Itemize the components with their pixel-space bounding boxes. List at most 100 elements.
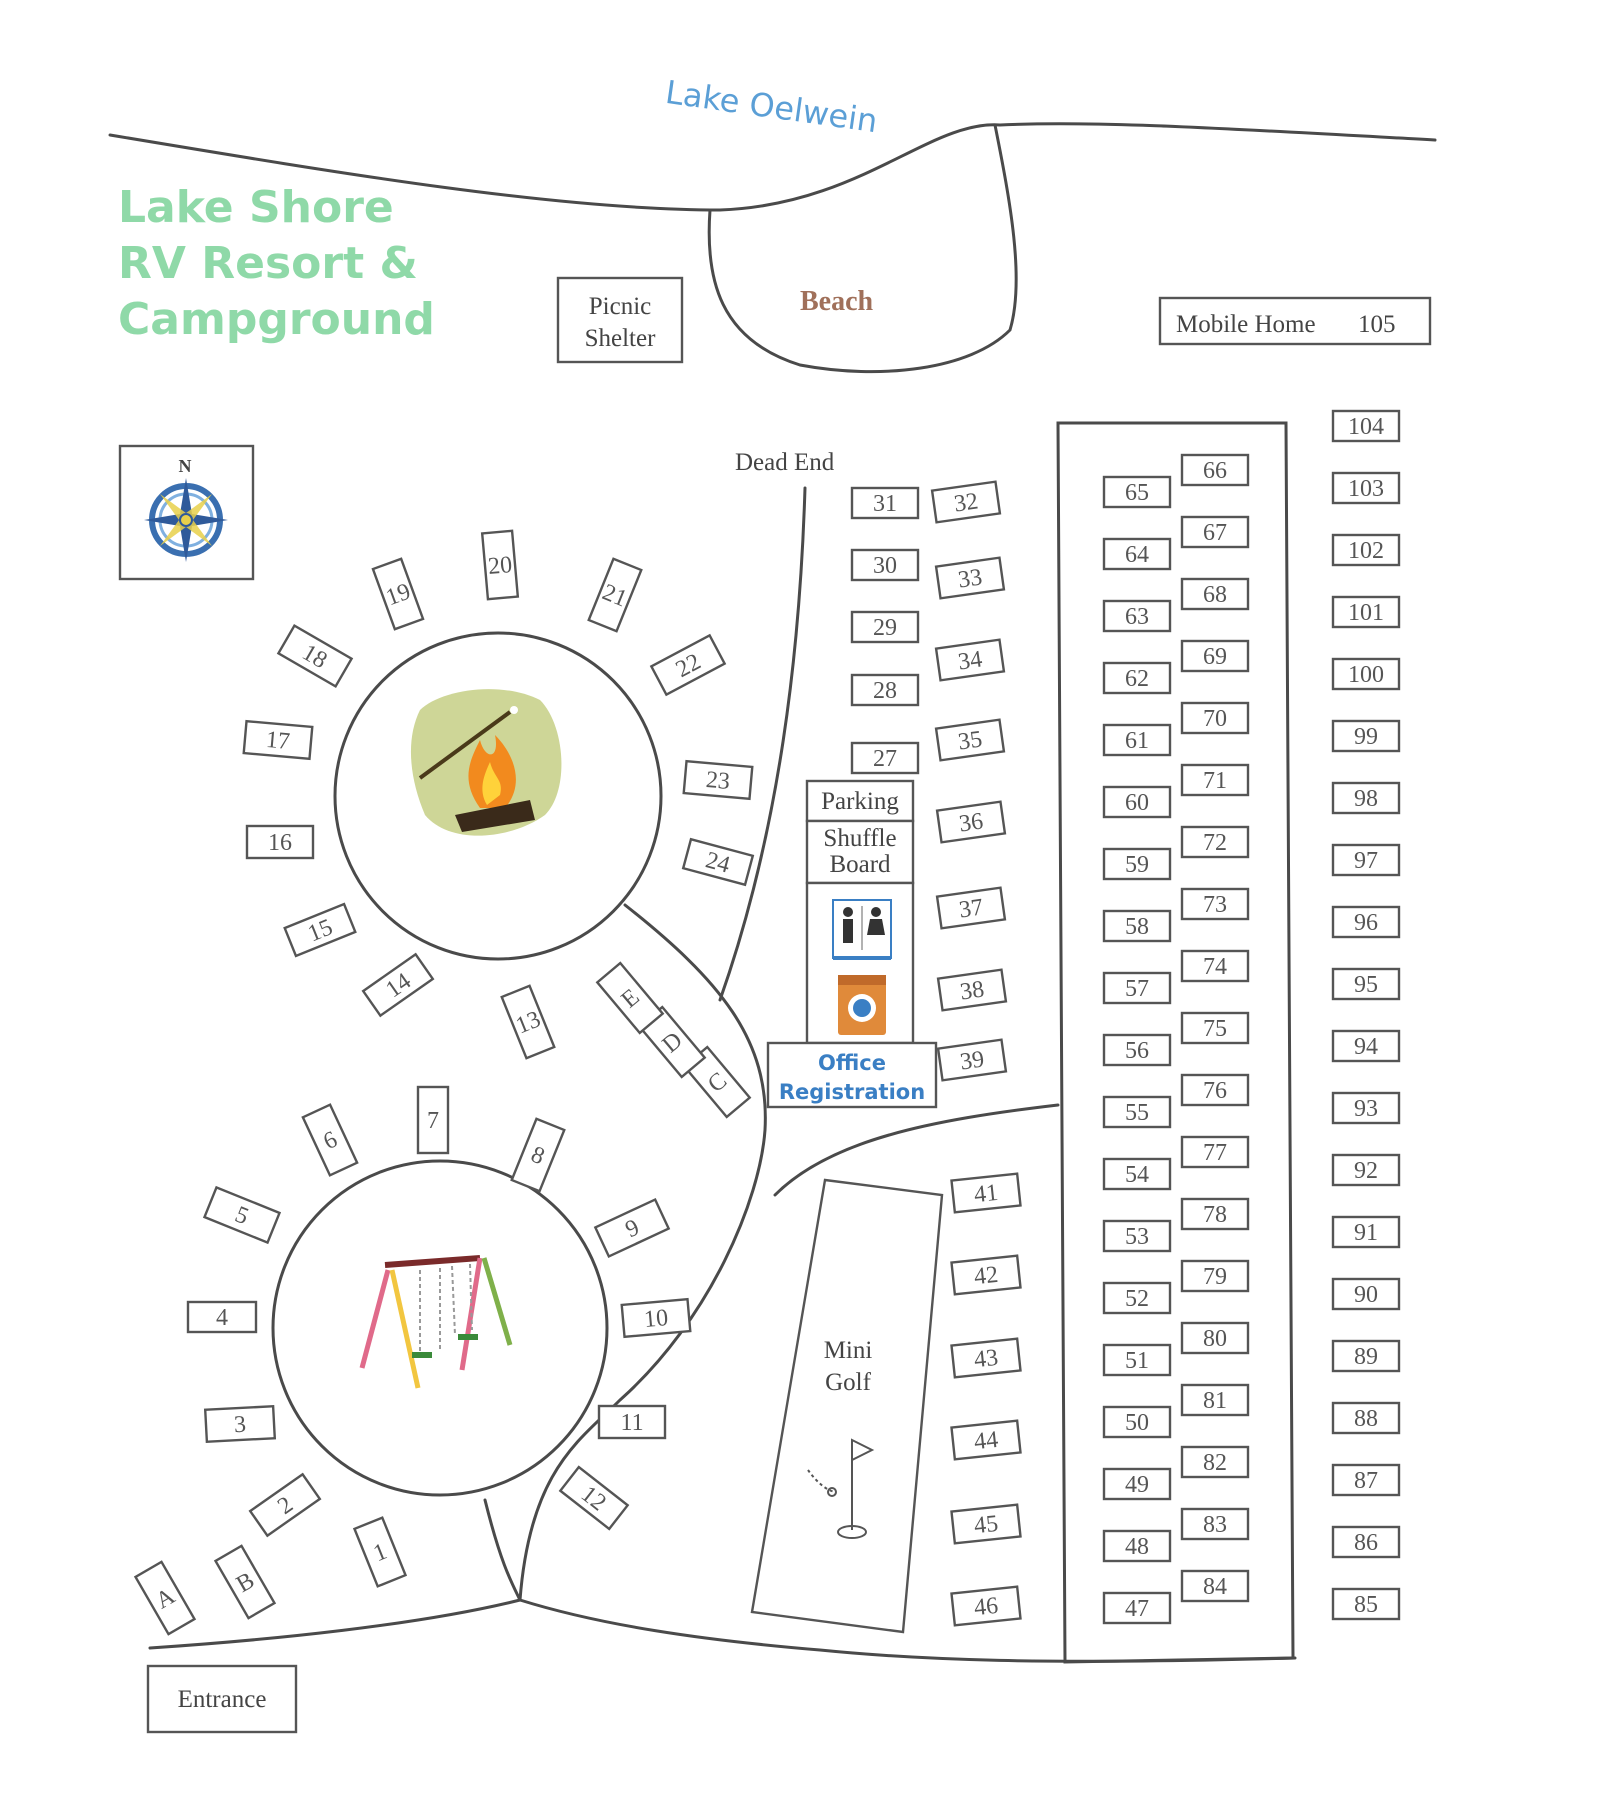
campsite-52[interactable]: 52 — [1102, 1281, 1172, 1315]
campsite-27[interactable]: 27 — [850, 741, 920, 775]
campsite-16[interactable]: 16 — [245, 824, 315, 860]
campsite-86[interactable]: 86 — [1331, 1525, 1401, 1559]
mobile-home-105[interactable]: Mobile Home 105 — [1158, 296, 1432, 346]
campsite-35[interactable]: 35 — [934, 718, 1006, 762]
campsite-91[interactable]: 91 — [1331, 1215, 1401, 1249]
picnic-shelter[interactable]: Picnic Shelter — [556, 276, 684, 364]
campsite-21[interactable]: 21 — [587, 557, 643, 633]
campsite-96[interactable]: 96 — [1331, 905, 1401, 939]
campsite-60[interactable]: 60 — [1102, 785, 1172, 819]
campsite-17[interactable]: 17 — [242, 719, 314, 761]
campsite-18[interactable]: 18 — [276, 624, 354, 688]
campsite-90[interactable]: 90 — [1331, 1277, 1401, 1311]
campsite-80[interactable]: 80 — [1180, 1321, 1250, 1355]
campsite-45[interactable]: 45 — [950, 1503, 1022, 1545]
campsite-12[interactable]: 12 — [558, 1465, 630, 1531]
campsite-2[interactable]: 2 — [248, 1472, 322, 1538]
campsite-98[interactable]: 98 — [1331, 781, 1401, 815]
entrance[interactable]: Entrance — [146, 1664, 298, 1734]
campsite-11[interactable]: 11 — [597, 1404, 667, 1440]
campsite-e[interactable]: E — [595, 961, 665, 1035]
campsite-c[interactable]: C — [682, 1045, 752, 1119]
campsite-37[interactable]: 37 — [935, 886, 1007, 930]
campsite-58[interactable]: 58 — [1102, 909, 1172, 943]
campsite-48[interactable]: 48 — [1102, 1529, 1172, 1563]
campsite-38[interactable]: 38 — [936, 968, 1008, 1012]
campsite-78[interactable]: 78 — [1180, 1197, 1250, 1231]
campsite-7[interactable]: 7 — [416, 1085, 450, 1155]
campsite-72[interactable]: 72 — [1180, 825, 1250, 859]
campsite-70[interactable]: 70 — [1180, 701, 1250, 735]
campsite-20[interactable]: 20 — [480, 529, 520, 601]
campsite-36[interactable]: 36 — [935, 800, 1007, 844]
campsite-83[interactable]: 83 — [1180, 1507, 1250, 1541]
campsite-81[interactable]: 81 — [1180, 1383, 1250, 1417]
campsite-94[interactable]: 94 — [1331, 1029, 1401, 1063]
campsite-88[interactable]: 88 — [1331, 1401, 1401, 1435]
campsite-44[interactable]: 44 — [950, 1419, 1022, 1461]
campsite-24[interactable]: 24 — [681, 837, 755, 887]
campsite-74[interactable]: 74 — [1180, 949, 1250, 983]
campsite-93[interactable]: 93 — [1331, 1091, 1401, 1125]
campsite-85[interactable]: 85 — [1331, 1587, 1401, 1621]
campsite-103[interactable]: 103 — [1331, 471, 1401, 505]
campsite-49[interactable]: 49 — [1102, 1467, 1172, 1501]
campsite-68[interactable]: 68 — [1180, 577, 1250, 611]
campsite-b[interactable]: B — [213, 1544, 277, 1620]
campsite-56[interactable]: 56 — [1102, 1033, 1172, 1067]
campsite-43[interactable]: 43 — [950, 1337, 1022, 1379]
campsite-8[interactable]: 8 — [510, 1117, 566, 1193]
campsite-47[interactable]: 47 — [1102, 1591, 1172, 1625]
campsite-42[interactable]: 42 — [950, 1254, 1022, 1296]
campsite-51[interactable]: 51 — [1102, 1343, 1172, 1377]
campsite-10[interactable]: 10 — [620, 1297, 692, 1339]
campsite-101[interactable]: 101 — [1331, 595, 1401, 629]
campsite-3[interactable]: 3 — [203, 1404, 277, 1444]
campsite-57[interactable]: 57 — [1102, 971, 1172, 1005]
campsite-55[interactable]: 55 — [1102, 1095, 1172, 1129]
campsite-102[interactable]: 102 — [1331, 533, 1401, 567]
campsite-63[interactable]: 63 — [1102, 599, 1172, 633]
campsite-22[interactable]: 22 — [649, 633, 727, 697]
campsite-31[interactable]: 31 — [850, 486, 920, 520]
campsite-33[interactable]: 33 — [934, 556, 1006, 600]
campsite-97[interactable]: 97 — [1331, 843, 1401, 877]
campsite-23[interactable]: 23 — [682, 759, 754, 801]
shuffle-board[interactable] — [805, 819, 915, 885]
campsite-19[interactable]: 19 — [371, 557, 425, 631]
campsite-104[interactable]: 104 — [1331, 409, 1401, 443]
campsite-46[interactable]: 46 — [950, 1585, 1022, 1627]
campsite-82[interactable]: 82 — [1180, 1445, 1250, 1479]
campsite-28[interactable]: 28 — [850, 673, 920, 707]
campsite-30[interactable]: 30 — [850, 548, 920, 582]
campsite-95[interactable]: 95 — [1331, 967, 1401, 1001]
campsite-89[interactable]: 89 — [1331, 1339, 1401, 1373]
campsite-84[interactable]: 84 — [1180, 1569, 1250, 1603]
campsite-4[interactable]: 4 — [186, 1300, 258, 1334]
office-registration[interactable] — [766, 1041, 938, 1109]
campsite-75[interactable]: 75 — [1180, 1011, 1250, 1045]
campsite-99[interactable]: 99 — [1331, 719, 1401, 753]
campsite-29[interactable]: 29 — [850, 610, 920, 644]
campsite-9[interactable]: 9 — [593, 1197, 671, 1259]
campsite-6[interactable]: 6 — [301, 1103, 359, 1177]
campsite-a[interactable]: A — [133, 1560, 197, 1636]
campsite-87[interactable]: 87 — [1331, 1463, 1401, 1497]
campsite-41[interactable]: 41 — [950, 1172, 1022, 1214]
campsite-59[interactable]: 59 — [1102, 847, 1172, 881]
campsite-69[interactable]: 69 — [1180, 639, 1250, 673]
campsite-64[interactable]: 64 — [1102, 537, 1172, 571]
campsite-1[interactable]: 1 — [352, 1516, 408, 1588]
campsite-61[interactable]: 61 — [1102, 723, 1172, 757]
campsite-39[interactable]: 39 — [936, 1038, 1008, 1082]
campsite-65[interactable]: 65 — [1102, 475, 1172, 509]
campsite-67[interactable]: 67 — [1180, 515, 1250, 549]
campsite-66[interactable]: 66 — [1180, 453, 1250, 487]
campsite-32[interactable]: 32 — [930, 480, 1002, 524]
campsite-62[interactable]: 62 — [1102, 661, 1172, 695]
mini-golf[interactable]: Mini Golf — [750, 1178, 944, 1634]
campsite-71[interactable]: 71 — [1180, 763, 1250, 797]
campsite-73[interactable]: 73 — [1180, 887, 1250, 921]
campsite-100[interactable]: 100 — [1331, 657, 1401, 691]
campsite-77[interactable]: 77 — [1180, 1135, 1250, 1169]
